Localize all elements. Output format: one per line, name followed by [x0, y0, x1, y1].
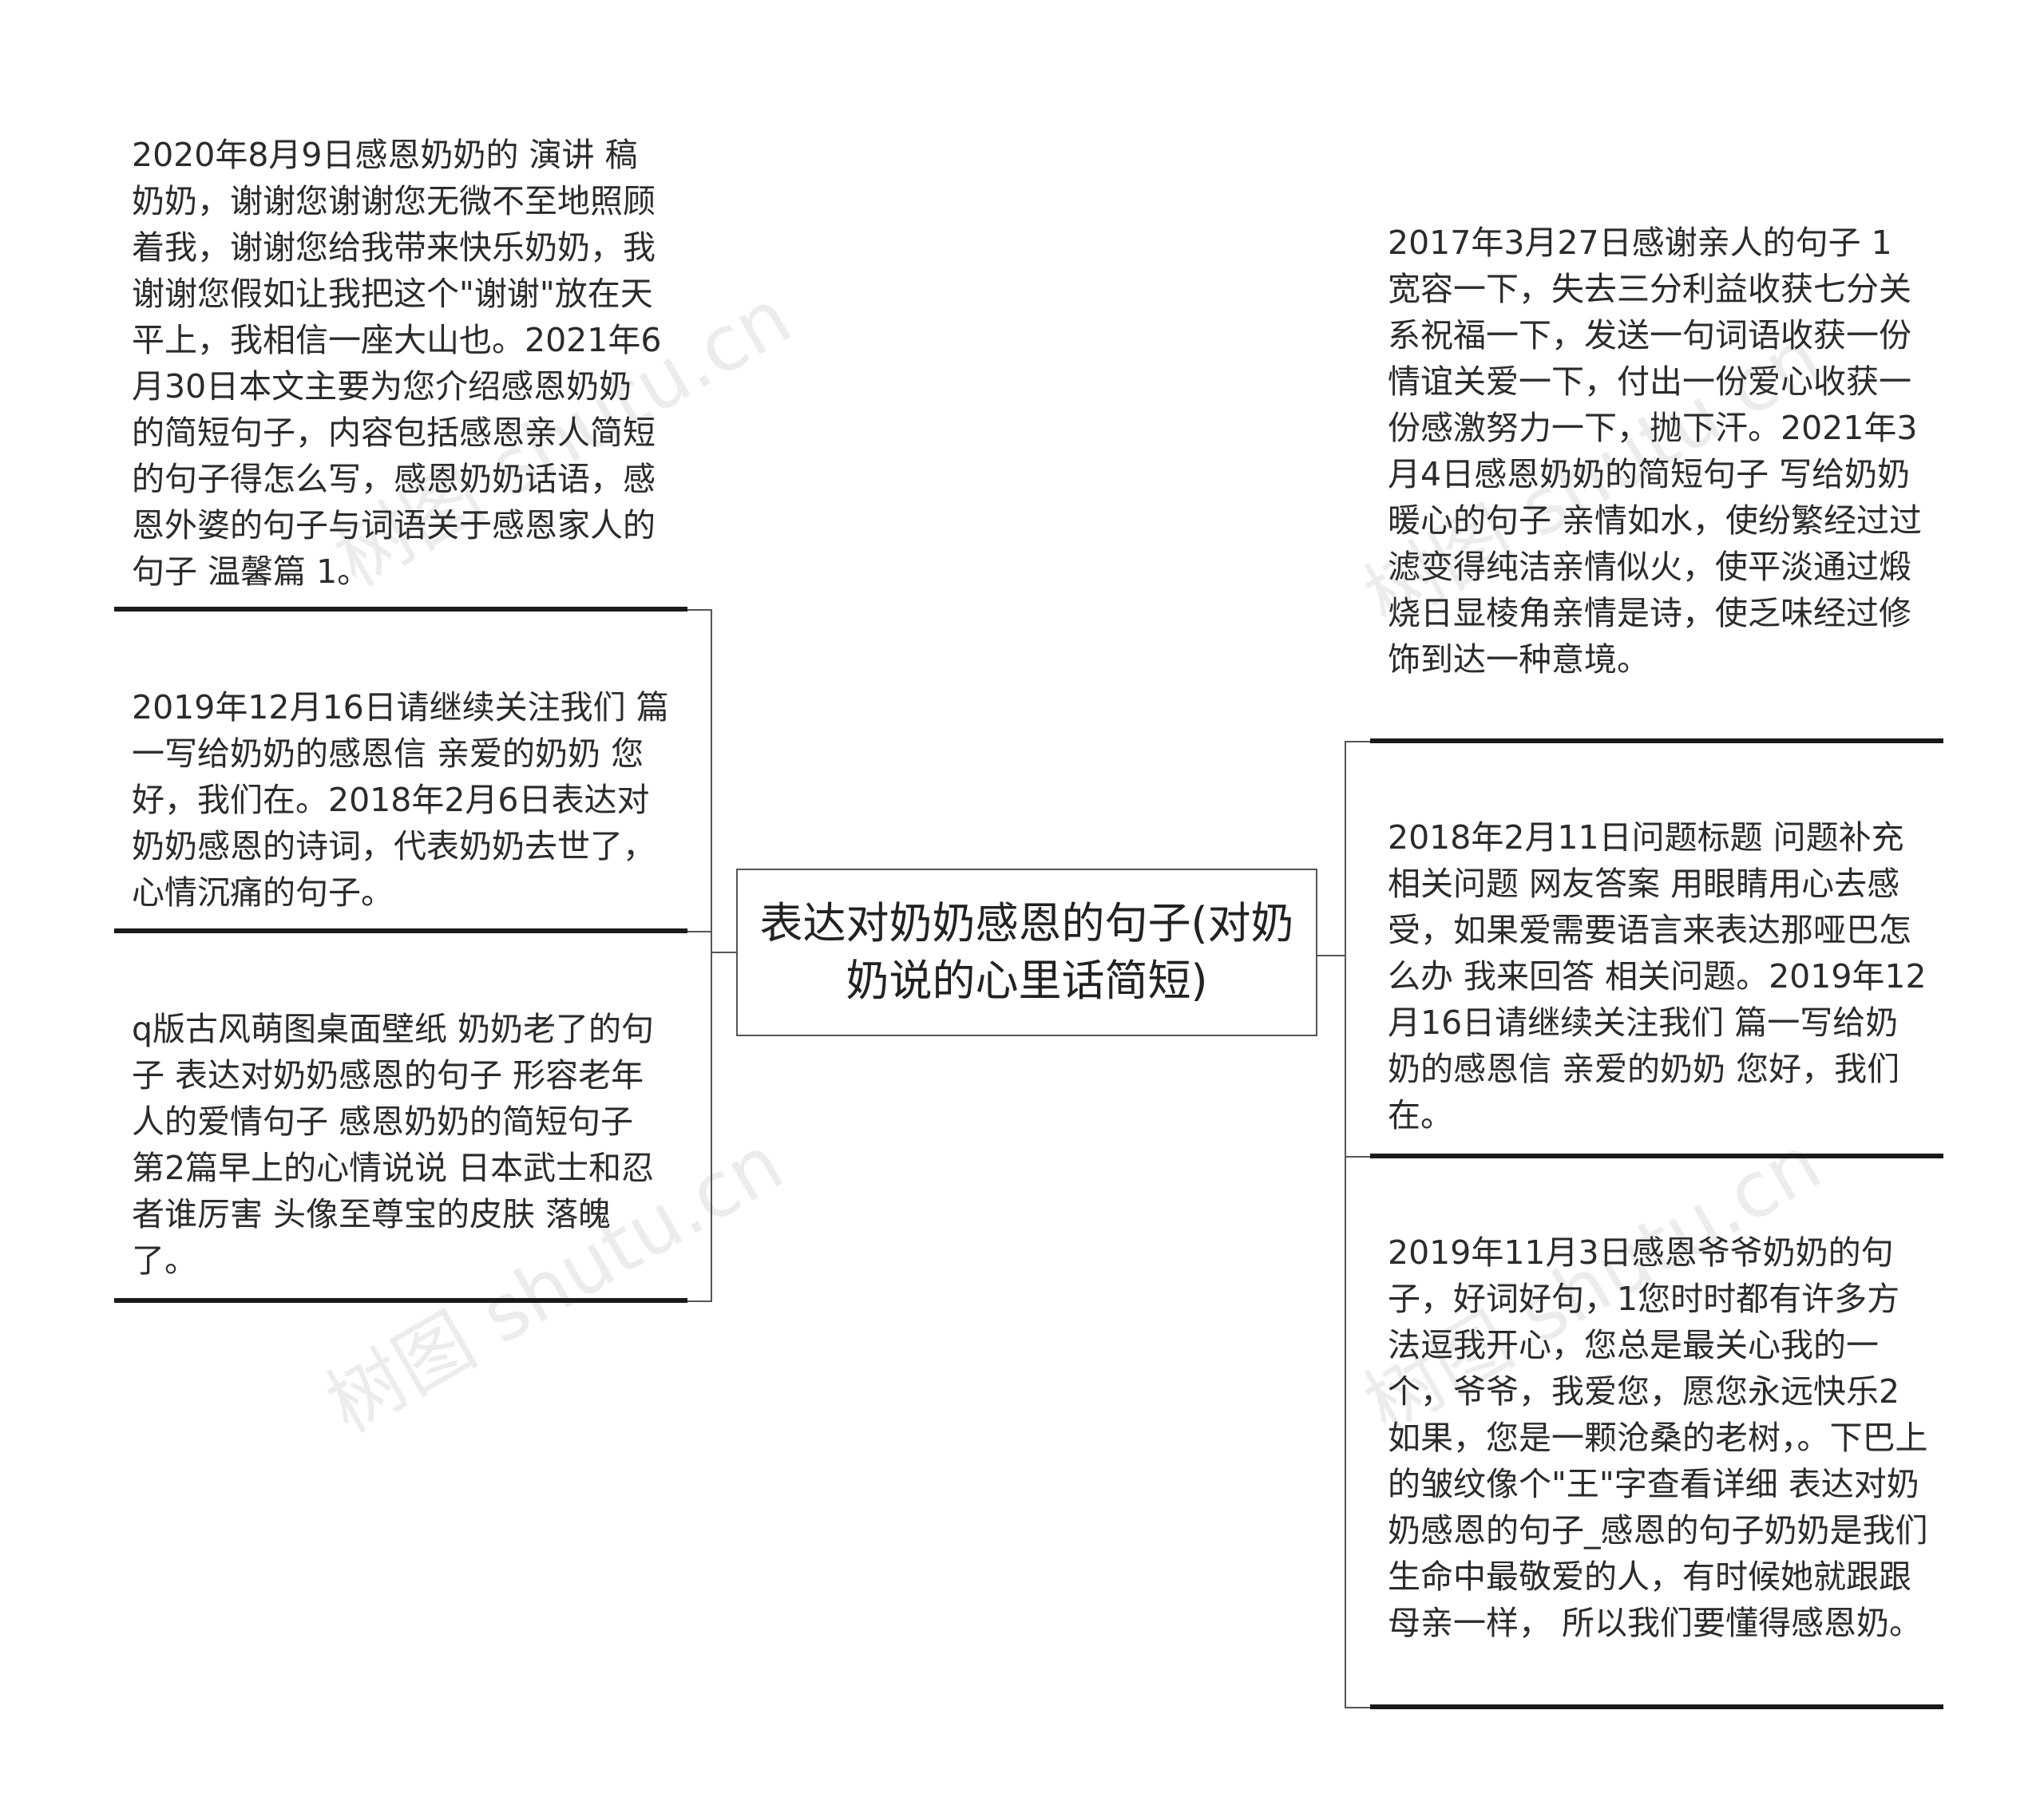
right-topic-3-text[interactable]: 2019年11月3日感恩爷爷奶奶的句子，好词好句，1您时时都有许多方法逗我开心，… — [1388, 1233, 1928, 1642]
left-topic-3-text[interactable]: q版古风萌图桌面壁纸 奶奶老了的句子 表达对奶奶感恩的句子 形容老年人的爱情句子… — [132, 1010, 655, 1280]
connector — [1317, 955, 1346, 956]
right-topic-1-text[interactable]: 2017年3月27日感谢亲人的句子 1 宽容一下，失去三分利益收获七分关系祝福一… — [1388, 224, 1923, 679]
connector — [1345, 1156, 1370, 1158]
left-topic-3-underline — [114, 1298, 687, 1303]
right-topic-2-underline — [1370, 1154, 1943, 1158]
connector — [711, 609, 712, 1302]
left-topic-2-underline — [114, 928, 687, 933]
connector — [687, 609, 712, 611]
central-topic[interactable]: 表达对奶奶感恩的句子(对奶奶说的心里话简短) — [736, 869, 1317, 1036]
right-topic-2-text[interactable]: 2018年2月11日问题标题 问题补充 相关问题 网友答案 用眼睛用心去感受，如… — [1388, 818, 1927, 1134]
right-topic-1-underline — [1370, 738, 1943, 743]
central-topic-title: 表达对奶奶感恩的句子(对奶奶说的心里话简短) — [759, 898, 1294, 1006]
connector — [687, 931, 712, 932]
connector — [1345, 741, 1370, 742]
connector — [711, 952, 736, 953]
right-topic-3-underline — [1370, 1704, 1943, 1709]
connector — [687, 1300, 712, 1302]
left-topic-2-text[interactable]: 2019年12月16日请继续关注我们 篇一写给奶奶的感恩信 亲爱的奶奶 您好，我… — [132, 688, 669, 912]
connector — [1345, 1707, 1370, 1708]
connector — [1345, 741, 1346, 1708]
left-topic-1-underline — [114, 607, 687, 612]
left-topic-1-text[interactable]: 2020年8月9日感恩奶奶的 演讲 稿 奶奶，谢谢您谢谢您无微不至地照顾着我，谢… — [132, 136, 662, 591]
